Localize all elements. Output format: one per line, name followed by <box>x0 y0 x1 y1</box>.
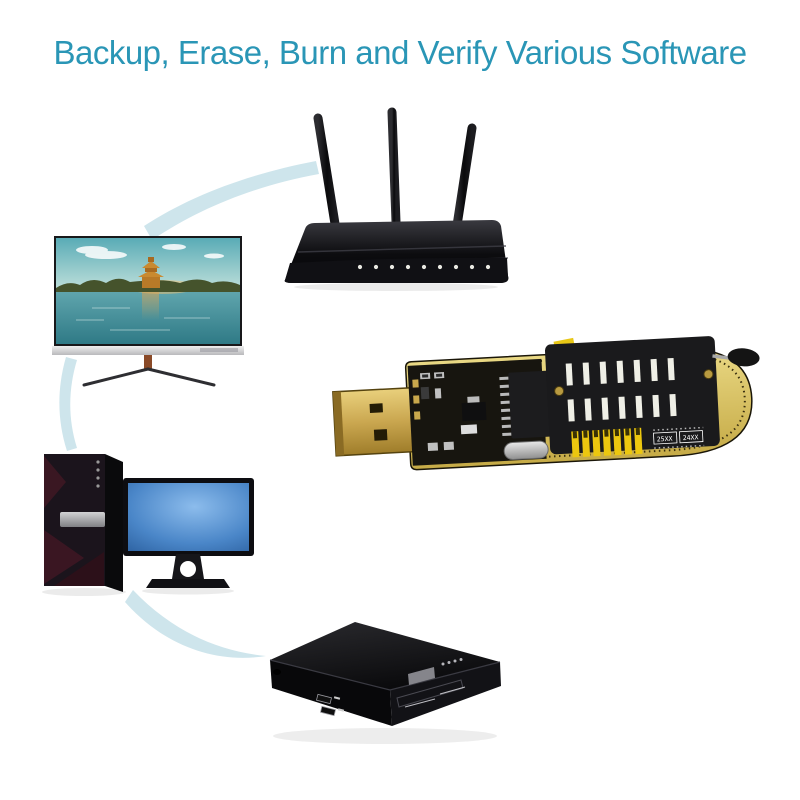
usb-hole-bottom <box>373 429 388 441</box>
tv-stand <box>82 355 216 387</box>
dvd-edge-highlight <box>269 659 501 691</box>
device-wifi-router <box>268 106 514 292</box>
router-ridge-line-1 <box>297 245 507 253</box>
silkscreen-label: 25XX 24XX <box>653 426 705 449</box>
dvd-front-left-face <box>270 660 392 726</box>
tv-screen-scene <box>56 238 240 344</box>
dvd-front-right-face <box>390 662 501 726</box>
water-streaks <box>76 307 210 331</box>
socket-screw-right <box>703 369 714 380</box>
router-front-face <box>284 257 509 283</box>
pin-header <box>571 427 643 458</box>
tower-shadow <box>42 588 126 596</box>
crystal-oscillator <box>503 440 549 461</box>
monitor-stand-hole <box>180 561 196 577</box>
usb-hole-top <box>369 403 383 413</box>
monitor-stand-base <box>146 579 230 588</box>
device-dvd-player <box>255 610 515 750</box>
dvd-power-knob <box>273 669 281 675</box>
router-antenna-right <box>451 123 477 237</box>
device-desktop-pc <box>40 448 260 598</box>
drive-bay <box>60 512 105 527</box>
usb-plug <box>332 386 417 457</box>
dvd-top-face <box>270 622 500 690</box>
dvd-usb-ports <box>315 693 345 717</box>
soic-chip <box>499 370 554 439</box>
monitor-shadow <box>142 587 234 595</box>
device-usb-eeprom-programmer: 25XX 24XX <box>330 336 790 481</box>
dvd-highlight-slashes <box>404 686 466 708</box>
dvd-shadow <box>273 728 497 744</box>
socket-lever <box>712 348 760 367</box>
tv-bottom-bezel <box>52 346 244 355</box>
pc-monitor <box>123 478 254 588</box>
tower-facet-bottom <box>54 552 104 586</box>
silkscreen-text-24xx: 24XX <box>683 433 699 442</box>
smd-components <box>412 372 487 451</box>
tower-led-buttons <box>96 460 100 488</box>
dvd-display-window <box>408 667 435 685</box>
device-tv-monitor <box>52 230 248 390</box>
pc-tower <box>44 454 123 592</box>
dvd-buttons <box>441 658 463 666</box>
router-antenna-middle <box>387 107 401 227</box>
page-title: Backup, Erase, Burn and Verify Various S… <box>53 34 747 71</box>
zif-slots-row-top <box>565 357 675 386</box>
zif-slots-row-bottom <box>567 393 677 422</box>
tv-bezel-marking <box>200 348 238 352</box>
tower-side-face <box>105 454 123 592</box>
silkscreen-text-25xx: 25XX <box>657 435 673 444</box>
monitor-screen <box>128 483 249 551</box>
router-shadow <box>294 283 498 291</box>
clouds <box>76 244 224 259</box>
router-antenna-left <box>313 113 341 235</box>
pcb-perimeter-holes <box>411 353 746 465</box>
zif-socket <box>544 336 720 455</box>
arc-pc-to-dvd <box>125 590 266 658</box>
pagoda-reflection <box>142 292 159 320</box>
router-led-strip <box>357 264 491 270</box>
socket-screw-left <box>554 386 565 397</box>
pagoda <box>138 257 164 288</box>
tower-facet-top <box>44 456 66 508</box>
tower-facet-left <box>44 530 84 584</box>
